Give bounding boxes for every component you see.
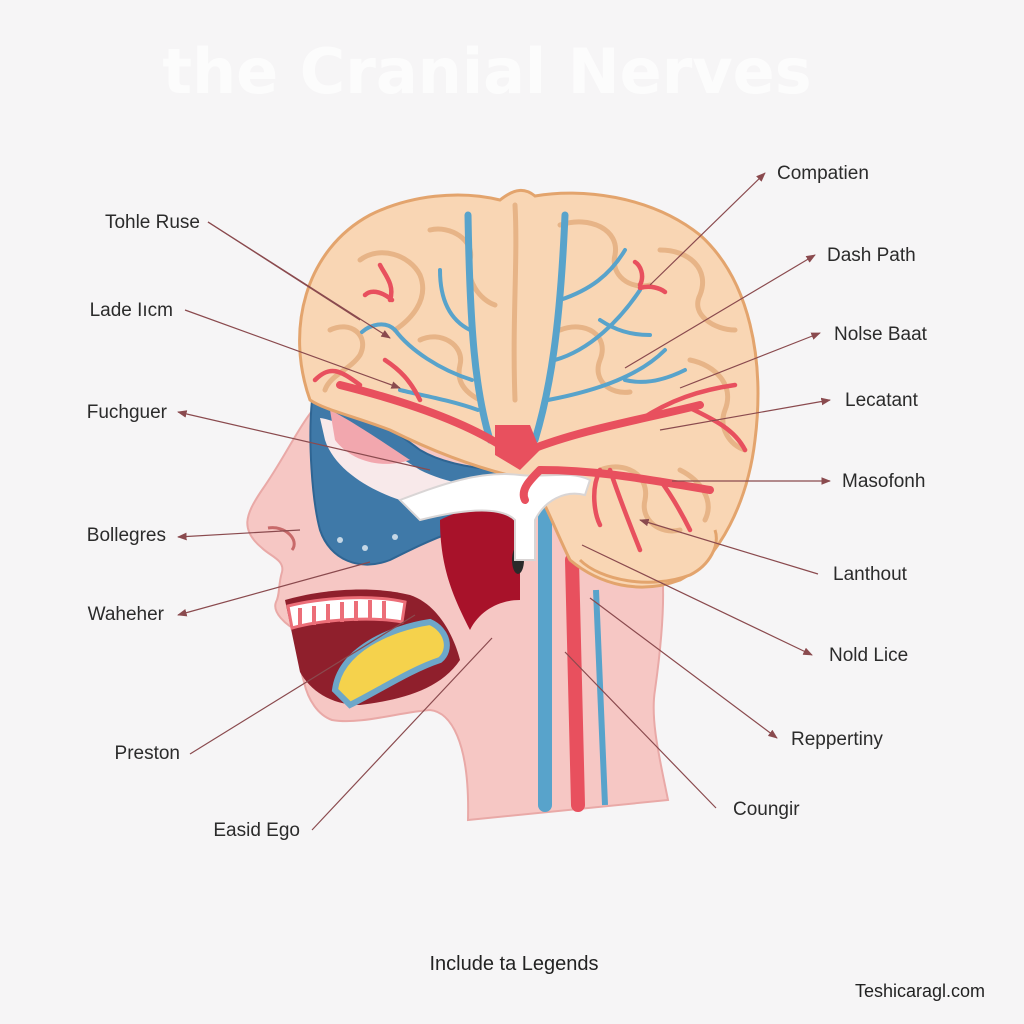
circle-of-willis: [495, 425, 540, 470]
label-right-8: Reppertiny: [791, 729, 883, 750]
teeth-gaps: [298, 600, 386, 626]
caption: Include ta Legends: [429, 953, 598, 975]
leader-line: [564, 651, 717, 809]
leader-line: [177, 529, 301, 541]
label-left-2: Lade Iıcm: [90, 300, 173, 321]
right-labels: Compatien Dash Path Nolse Baat Lecatant …: [733, 163, 928, 820]
brain-gyrus: [687, 357, 748, 453]
cavity-dot: [337, 537, 343, 543]
leader-line: [589, 597, 778, 739]
leader-line: [581, 544, 813, 656]
brainstem: [398, 473, 592, 561]
leader-line: [184, 309, 401, 389]
left-labels: Tohle Ruse Lade Iıcm Fuchguer Bollegres …: [87, 212, 300, 841]
label-right-5: Masofonh: [842, 471, 925, 492]
nostril: [267, 526, 296, 551]
left-leader-lines: [177, 221, 493, 831]
watermark: Teshicaragl.com: [855, 981, 985, 1001]
brain-gyrus: [557, 324, 633, 395]
brain-gyrus: [357, 250, 426, 333]
cerebellum: [578, 529, 718, 584]
cavity-dot: [362, 545, 368, 551]
label-right-9: Coungir: [733, 799, 800, 820]
label-left-5: Waheher: [88, 604, 165, 625]
label-right-4: Lecatant: [845, 390, 919, 411]
leader-line: [311, 637, 493, 831]
label-left-6: Preston: [115, 743, 180, 764]
longitudinal-fissure: [511, 202, 519, 403]
sinus-tissue: [330, 410, 410, 464]
leader-line: [679, 332, 821, 389]
label-right-6: Lanthout: [833, 564, 908, 585]
leader-line: [659, 397, 831, 431]
brain-gyrus: [597, 464, 683, 534]
label-left-7: Easid Ego: [213, 820, 300, 841]
cavity-dot: [392, 534, 398, 540]
right-leader-lines: [564, 172, 831, 809]
leader-line: [177, 561, 371, 617]
brain-gyrus: [417, 334, 483, 403]
brain-gyrus: [557, 219, 653, 289]
leader-line: [207, 221, 361, 321]
label-left-1: Tohle Ruse: [105, 212, 200, 233]
label-left-3: Fuchguer: [87, 402, 168, 423]
brain-gyrus: [657, 247, 738, 333]
label-right-3: Nolse Baat: [834, 324, 928, 345]
label-right-1: Compatien: [777, 163, 869, 184]
leader-line: [639, 518, 819, 575]
brain-illustration: [298, 189, 760, 589]
pharynx: [440, 504, 520, 630]
blue-nerve-tree: [360, 211, 687, 444]
label-left-4: Bollegres: [87, 525, 166, 546]
brain-gyrus: [322, 324, 366, 393]
leader-line: [624, 254, 816, 369]
leader-line: [189, 614, 416, 755]
carotid-artery: [565, 553, 585, 812]
label-right-2: Dash Path: [827, 245, 916, 266]
leader-line: [177, 410, 431, 471]
jugular-vein: [593, 589, 608, 806]
diagram-title: the Cranial Nerves: [162, 35, 811, 108]
label-right-7: Nold Lice: [829, 645, 908, 666]
leader-line: [649, 172, 766, 286]
red-artery-tree: [312, 259, 748, 553]
